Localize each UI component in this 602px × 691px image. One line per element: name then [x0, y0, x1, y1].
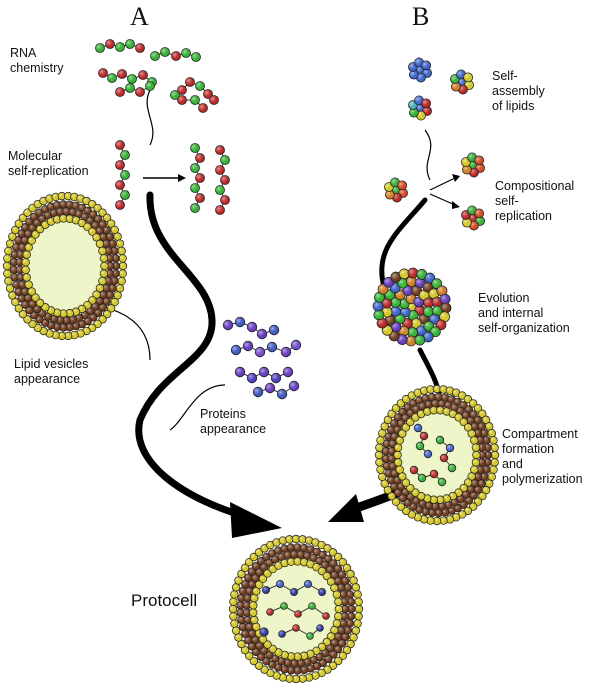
rna-fragment-3	[98, 68, 157, 87]
connector-split-up	[429, 177, 456, 191]
label-molecular-self-replication: Molecular self-replication	[8, 149, 89, 178]
protein-chain-3	[234, 366, 294, 384]
label-rna-chemistry: RNA chemistry	[10, 46, 64, 75]
assembly-parent	[384, 177, 408, 203]
protocell-polymer-1	[261, 580, 326, 597]
protocell-polymer-2	[266, 602, 330, 620]
protocell-polymer-3	[278, 624, 324, 640]
evolving-aggregate	[372, 267, 452, 347]
rna-fragment-6	[170, 90, 208, 113]
lipid-cluster-3	[408, 95, 432, 121]
label-proteins: Proteins appearance	[200, 407, 267, 436]
connector-split-up-head	[452, 174, 460, 182]
panel-a-heading: A	[130, 2, 149, 31]
rna-copy-strand-1	[190, 143, 205, 213]
label-lipid-vesicles: Lipid vesicles appearance	[14, 357, 89, 386]
compartment-polymer-3	[409, 465, 447, 487]
rna-copy-strand-2	[215, 145, 230, 215]
connector-split-down	[429, 193, 456, 206]
protein-chain-1	[222, 316, 280, 340]
connector-rna	[146, 89, 154, 146]
connector-split-down-head	[452, 201, 460, 209]
pathway-b-arrowhead	[328, 494, 364, 522]
connector-proteins	[169, 384, 226, 431]
rna-fragment-1	[95, 39, 145, 53]
protocell-membrane-insert	[259, 627, 269, 637]
connector-replication-arrowhead	[178, 174, 186, 182]
lipid-cluster-1	[408, 57, 432, 83]
label-compositional-self-replication: Compositional self- replication	[495, 179, 575, 223]
protocell-vesicle	[228, 534, 364, 684]
panel-b-heading: B	[412, 2, 430, 31]
label-protocell: Protocell	[131, 591, 198, 610]
lipid-vesicle-a	[2, 191, 128, 341]
connector-self-assembly	[424, 129, 432, 181]
compartment-polymer-1	[413, 423, 433, 459]
compartment-polymer-2	[435, 435, 457, 473]
lipid-cluster-2	[450, 69, 474, 95]
label-evolution: Evolution and internal self-organization	[478, 291, 570, 335]
rna-fragment-2	[150, 47, 201, 62]
protein-chain-2	[230, 339, 302, 358]
protein-chain-4	[252, 380, 300, 400]
label-self-assembly: Self- assembly of lipids	[492, 69, 545, 113]
pathway-a-arrow	[135, 191, 262, 524]
pathway-a-arrowhead	[230, 502, 282, 538]
rna-fragment-5	[177, 77, 219, 105]
rna-fragment-4	[115, 81, 155, 97]
assembly-child-1	[461, 152, 485, 178]
rna-template-strand	[115, 140, 130, 210]
label-compartment-formation: Compartment formation and polymerization	[502, 427, 583, 486]
compartment-vesicle	[374, 384, 500, 526]
assembly-child-2	[461, 205, 485, 231]
